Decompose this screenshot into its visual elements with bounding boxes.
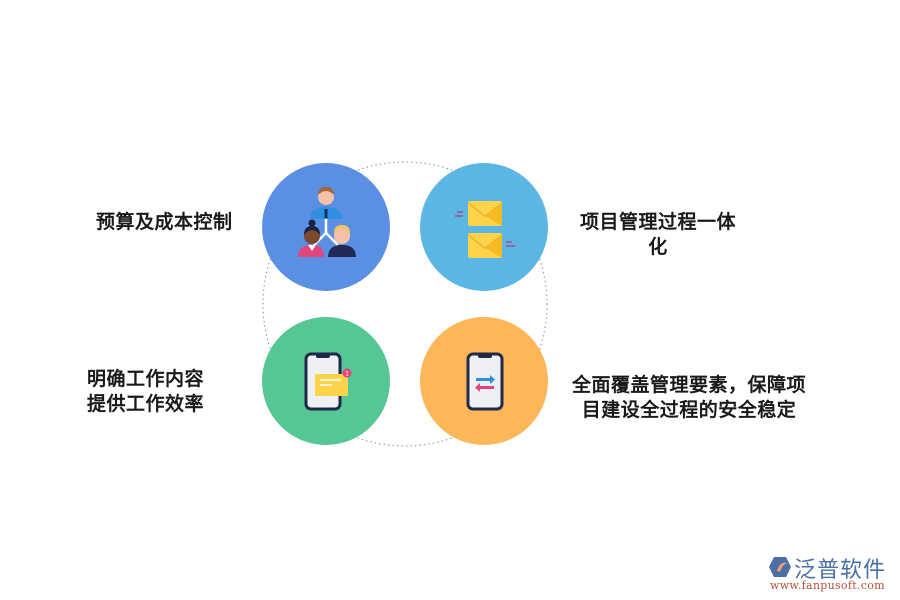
node-full-coverage — [420, 317, 548, 445]
fanpusoft-logo: 泛普软件 www.fanpusoft.com — [766, 552, 896, 596]
logo-mark-icon — [769, 557, 791, 577]
team-hierarchy-icon — [298, 187, 356, 257]
phone-transfer-icon — [466, 352, 504, 411]
phone-message-icon: 1 — [304, 352, 352, 411]
badge-count: 1 — [345, 371, 349, 378]
label-full-coverage: 全面覆盖管理要素，保障项 目建设全过程的安全稳定 — [571, 374, 806, 421]
label-process-integration: 项目管理过程一体 化 — [579, 211, 736, 258]
label-work-efficiency: 明确工作内容 提供工作效率 — [87, 368, 205, 415]
logo-name: 泛普软件 — [794, 558, 887, 583]
node-budget-control — [262, 163, 390, 291]
envelopes-icon — [455, 201, 515, 258]
node-work-efficiency: 1 — [262, 317, 390, 445]
label-budget-control: 预算及成本控制 — [96, 211, 233, 233]
logo-url: www.fanpusoft.com — [770, 579, 885, 592]
node-process-integration — [420, 163, 548, 291]
